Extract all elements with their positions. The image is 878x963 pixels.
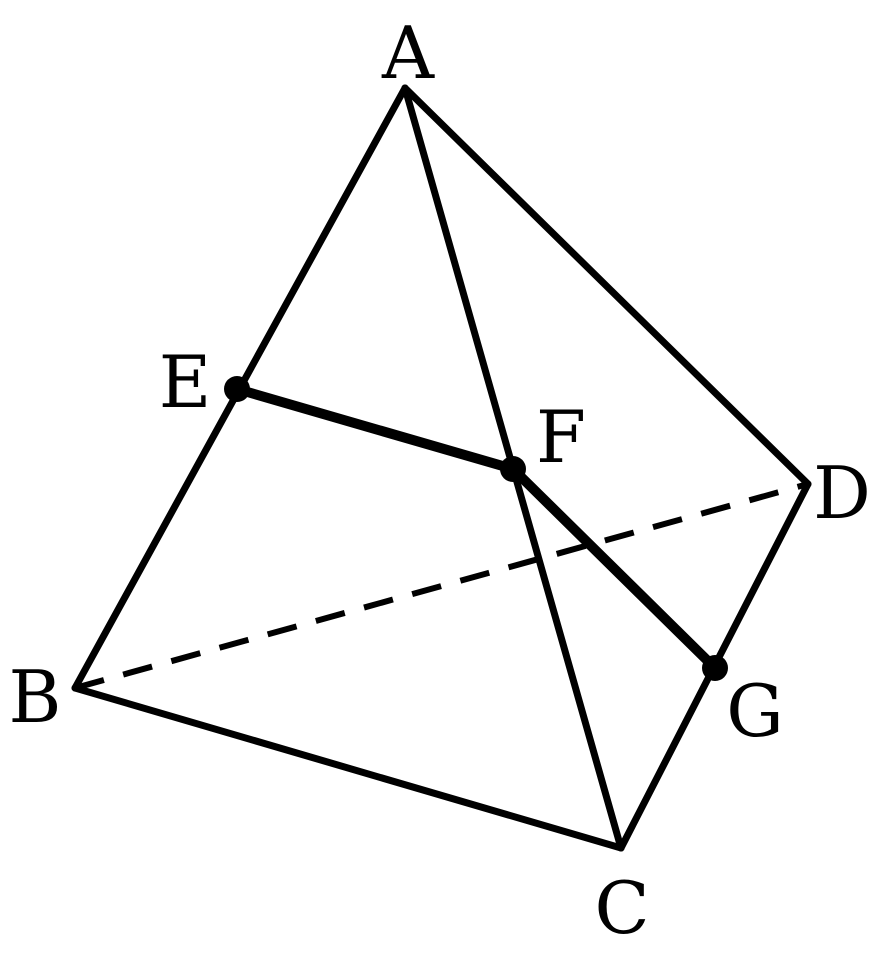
edge-ad <box>401 84 812 488</box>
label-a: A <box>381 11 435 95</box>
label-d: D <box>813 451 871 535</box>
edge-bc <box>71 684 625 852</box>
label-e: E <box>159 340 212 424</box>
label-f: F <box>536 395 586 479</box>
label-b: B <box>9 655 62 739</box>
point-g-dot <box>702 655 728 681</box>
segment-ef <box>232 384 518 474</box>
edge-bd-hidden <box>74 481 809 691</box>
point-f-dot <box>500 456 526 482</box>
label-c: C <box>594 866 649 950</box>
label-g: G <box>726 669 784 753</box>
point-e-dot <box>224 376 250 402</box>
segment-fg <box>508 464 720 673</box>
